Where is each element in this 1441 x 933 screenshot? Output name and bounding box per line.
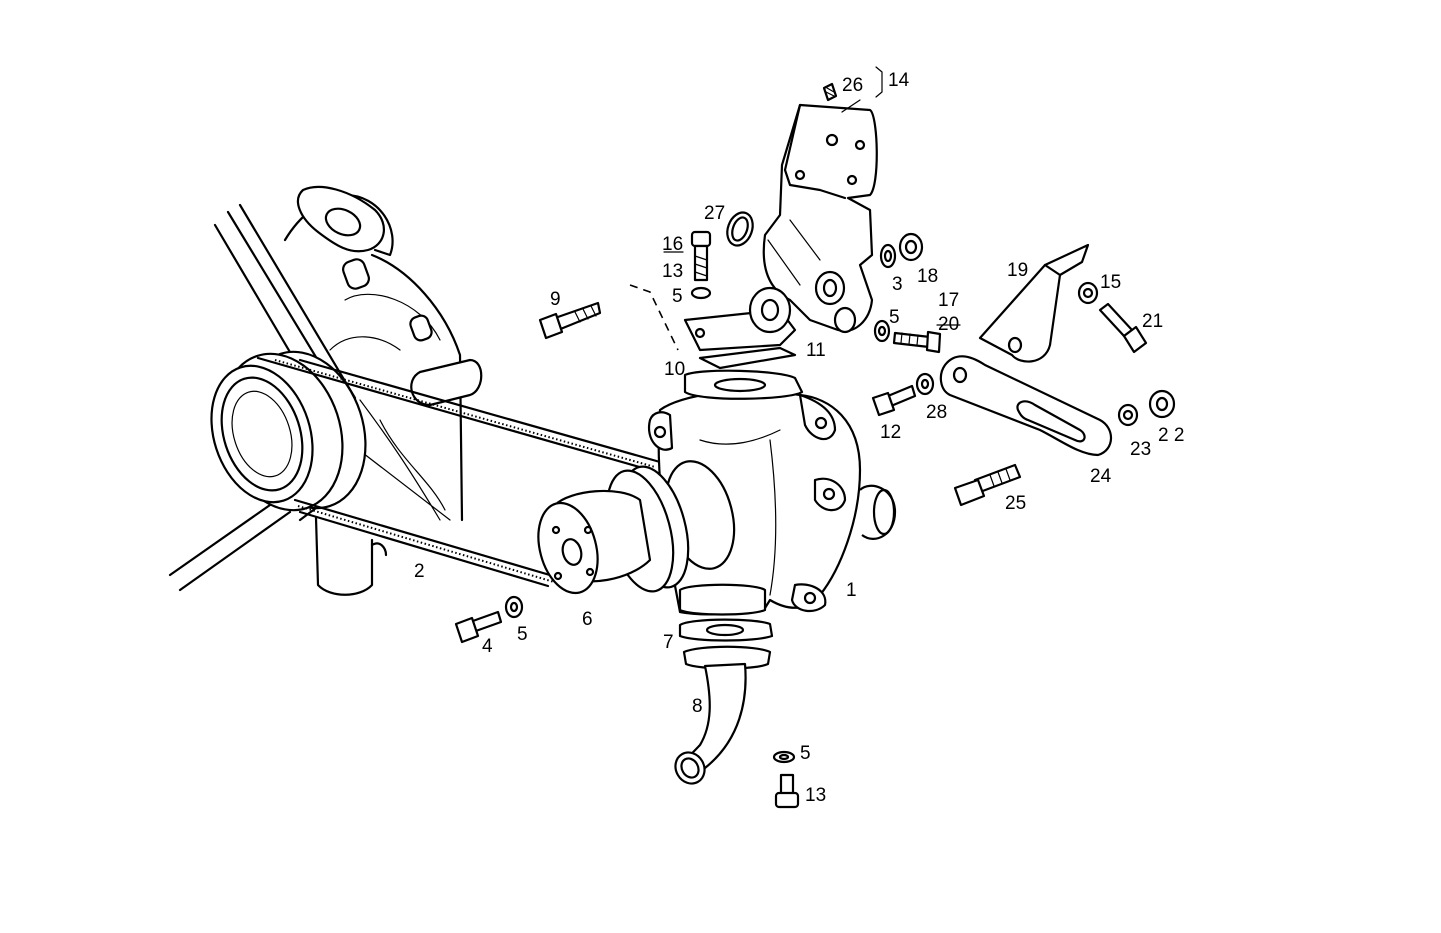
- callout-15: 15: [1100, 272, 1121, 293]
- callout-19: 19: [1007, 260, 1028, 281]
- washer-23: [1117, 403, 1139, 427]
- callout-23: 23: [1130, 439, 1151, 460]
- callout-5-lower-left: 5: [517, 624, 528, 645]
- callout-14: 14: [888, 70, 910, 91]
- bolt-9: [538, 301, 602, 340]
- bolt-17: [892, 330, 942, 354]
- bolt-16: [690, 230, 712, 300]
- callout-7: 7: [663, 632, 674, 653]
- callout-9: 9: [550, 289, 561, 310]
- callout-4: 4: [482, 636, 493, 657]
- leader-lines: [663, 66, 961, 326]
- outlet-gasket: [678, 618, 774, 642]
- bracket-19: [978, 243, 1090, 363]
- callout-21: 21: [1142, 311, 1163, 332]
- callout-13-lower: 13: [805, 785, 826, 806]
- bolt-12: [871, 384, 917, 417]
- outlet-pipe: [674, 645, 772, 785]
- callout-5-upper-left: 5: [672, 286, 683, 307]
- drive-belt: [256, 356, 662, 588]
- stud-25: [953, 463, 1022, 507]
- nut-18: [898, 232, 924, 262]
- pump-pulley: [537, 460, 736, 595]
- bolt-13-pipe: [774, 773, 800, 809]
- thermostat-cover: [629, 284, 797, 370]
- callout-8: 8: [692, 696, 703, 717]
- callout-5-lower-right: 5: [800, 743, 811, 764]
- callout-12: 12: [880, 422, 901, 443]
- callout-5-upper-right: 5: [889, 307, 900, 328]
- callout-11: 11: [806, 340, 826, 361]
- callout-18: 18: [917, 266, 938, 287]
- callout-1: 1: [846, 580, 857, 601]
- nut-22: [1148, 389, 1176, 419]
- washer-15: [1077, 281, 1099, 305]
- callout-25: 25: [1005, 493, 1026, 514]
- callout-20: 20: [938, 314, 959, 335]
- washer-5-pipe: [772, 750, 796, 764]
- callout-3: 3: [892, 274, 903, 295]
- callout-2: 2: [414, 561, 425, 582]
- bolt-21: [1098, 302, 1148, 354]
- callout-22: 2 2: [1158, 425, 1184, 446]
- washer-3: [879, 243, 897, 269]
- callout-16: 16: [662, 234, 683, 255]
- callout-27: 27: [704, 203, 725, 224]
- washer-5-lower: [504, 595, 524, 619]
- washer-5-upper: [873, 319, 891, 343]
- engine-housing: [168, 185, 483, 596]
- o-ring: [726, 211, 754, 247]
- callouts: 1 2 3 4 5 5 5 5 6 7 8 9 10 11 12 13 13 1…: [414, 70, 1184, 806]
- callout-10: 10: [664, 359, 685, 380]
- callout-6: 6: [582, 609, 593, 630]
- callout-13-upper: 13: [662, 261, 683, 282]
- callout-17: 17: [938, 290, 959, 311]
- bolt-4: [454, 610, 503, 644]
- washer-28: [915, 372, 935, 396]
- callout-24: 24: [1090, 466, 1112, 487]
- callout-26: 26: [842, 75, 863, 96]
- crankshaft-pulley: [210, 350, 367, 512]
- callout-28: 28: [926, 402, 947, 423]
- mounting-bracket: [762, 103, 878, 334]
- tensioner-arm-24: [939, 355, 1113, 457]
